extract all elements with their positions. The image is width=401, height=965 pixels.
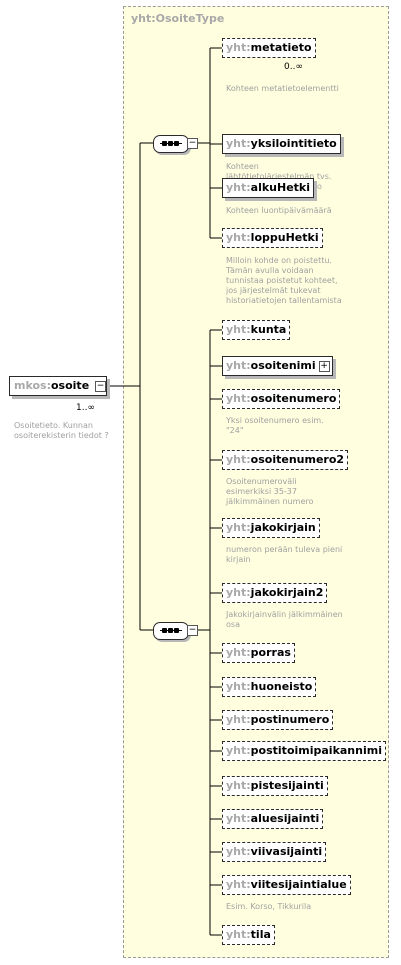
element-prefix: yht: [226, 646, 251, 659]
element-porras[interactable]: yht:porras [222, 643, 295, 663]
element-aluesijainti[interactable]: yht:aluesijainti [222, 809, 324, 829]
element-osoitenumero2[interactable]: yht:osoitenumero2 [222, 450, 349, 470]
element-prefix: yht: [226, 359, 251, 372]
element-prefix: yht: [226, 744, 251, 757]
element-yksilointitieto[interactable]: yht:yksilointitieto [222, 134, 341, 154]
element-prefix: yht: [226, 878, 251, 891]
element-name: yksilointitieto [250, 137, 337, 150]
element-name: alkuHetki [250, 181, 311, 194]
description-loppuhetki: Milloin kohde on poistettu.Tämän avulla … [226, 256, 342, 305]
element-name: osoitenumero [250, 392, 337, 405]
description-alkuhetki: Kohteen luontipäivämäärä [226, 206, 332, 215]
element-name: osoitenumero2 [250, 453, 345, 466]
element-prefix: yht: [226, 181, 251, 194]
description-metatieto: Kohteen metatietoelementti [226, 84, 339, 93]
collapse-root-icon[interactable]: − [95, 381, 106, 392]
element-prefix: yht: [226, 713, 251, 726]
description-osoitenumero: Yksi osoitenumero esim."24" [226, 416, 324, 435]
element-name: tila [250, 928, 271, 941]
element-name: metatieto [250, 41, 312, 54]
element-name: postinumero [250, 713, 330, 726]
element-pistesijainti[interactable]: yht:pistesijainti [222, 776, 328, 796]
collapse-sequence-2-icon[interactable]: − [187, 625, 198, 636]
element-osoitenumero[interactable]: yht:osoitenumero [222, 389, 341, 409]
expand-icon[interactable]: + [318, 361, 330, 372]
element-jakokirjain[interactable]: yht:jakokirjain [222, 518, 320, 538]
element-jakokirjain2[interactable]: yht:jakokirjain2 [222, 583, 328, 603]
complex-type-title: yht:OsoiteType [131, 12, 225, 25]
element-name: aluesijainti [250, 812, 320, 825]
element-prefix: yht: [226, 586, 251, 599]
element-name: postitoimipaikannimi [250, 744, 382, 757]
element-prefix: yht: [226, 680, 251, 693]
element-name: jakokirjain2 [250, 586, 324, 599]
collapse-sequence-1-icon[interactable]: − [187, 138, 198, 149]
element-prefix: yht: [226, 928, 251, 941]
element-kunta[interactable]: yht:kunta [222, 320, 291, 340]
element-prefix: yht: [226, 323, 251, 336]
element-name: loppuHetki [250, 231, 319, 244]
element-prefix: yht: [226, 41, 251, 54]
element-name: pistesijainti [250, 779, 324, 792]
multiplicity-metatieto: 0..∞ [284, 62, 303, 72]
description-viitesijaintialue: Esim. Korso, Tikkurila [226, 902, 312, 911]
element-name: huoneisto [250, 680, 313, 693]
element-name: viitesijaintialue [250, 878, 347, 891]
element-huoneisto[interactable]: yht:huoneisto [222, 677, 317, 697]
element-postitoimipaikannimi[interactable]: yht:postitoimipaikannimi [222, 741, 386, 761]
element-name: osoitenimi [250, 359, 316, 372]
element-alkuhetki[interactable]: yht:alkuHetki [222, 178, 315, 198]
root-multiplicity: 1..∞ [76, 403, 95, 413]
element-prefix: yht: [226, 137, 251, 150]
element-name: viivasijainti [250, 845, 323, 858]
root-name: osoite [51, 379, 90, 392]
sequence-compositor-1[interactable] [153, 135, 189, 153]
root-prefix: mkos: [14, 379, 51, 392]
element-name: porras [250, 646, 291, 659]
element-prefix: yht: [226, 845, 251, 858]
element-viivasijainti[interactable]: yht:viivasijainti [222, 842, 327, 862]
element-loppuhetki[interactable]: yht:loppuHetki [222, 228, 323, 248]
element-name: kunta [250, 323, 287, 336]
element-tila[interactable]: yht:tila [222, 925, 275, 945]
element-viitesijaintialue[interactable]: yht:viitesijaintialue [222, 875, 351, 895]
element-prefix: yht: [226, 453, 251, 466]
root-element[interactable]: mkos:osoite [9, 376, 107, 396]
element-metatieto[interactable]: yht:metatieto [222, 38, 316, 58]
element-prefix: yht: [226, 231, 251, 244]
element-prefix: yht: [226, 812, 251, 825]
element-name: jakokirjain [250, 521, 316, 534]
element-postinumero[interactable]: yht:postinumero [222, 710, 334, 730]
sequence-compositor-2[interactable] [153, 622, 189, 640]
element-prefix: yht: [226, 392, 251, 405]
element-prefix: yht: [226, 521, 251, 534]
complex-type-box [123, 6, 389, 958]
element-prefix: yht: [226, 779, 251, 792]
element-osoitenimi[interactable]: yht:osoitenimi+ [222, 356, 333, 376]
